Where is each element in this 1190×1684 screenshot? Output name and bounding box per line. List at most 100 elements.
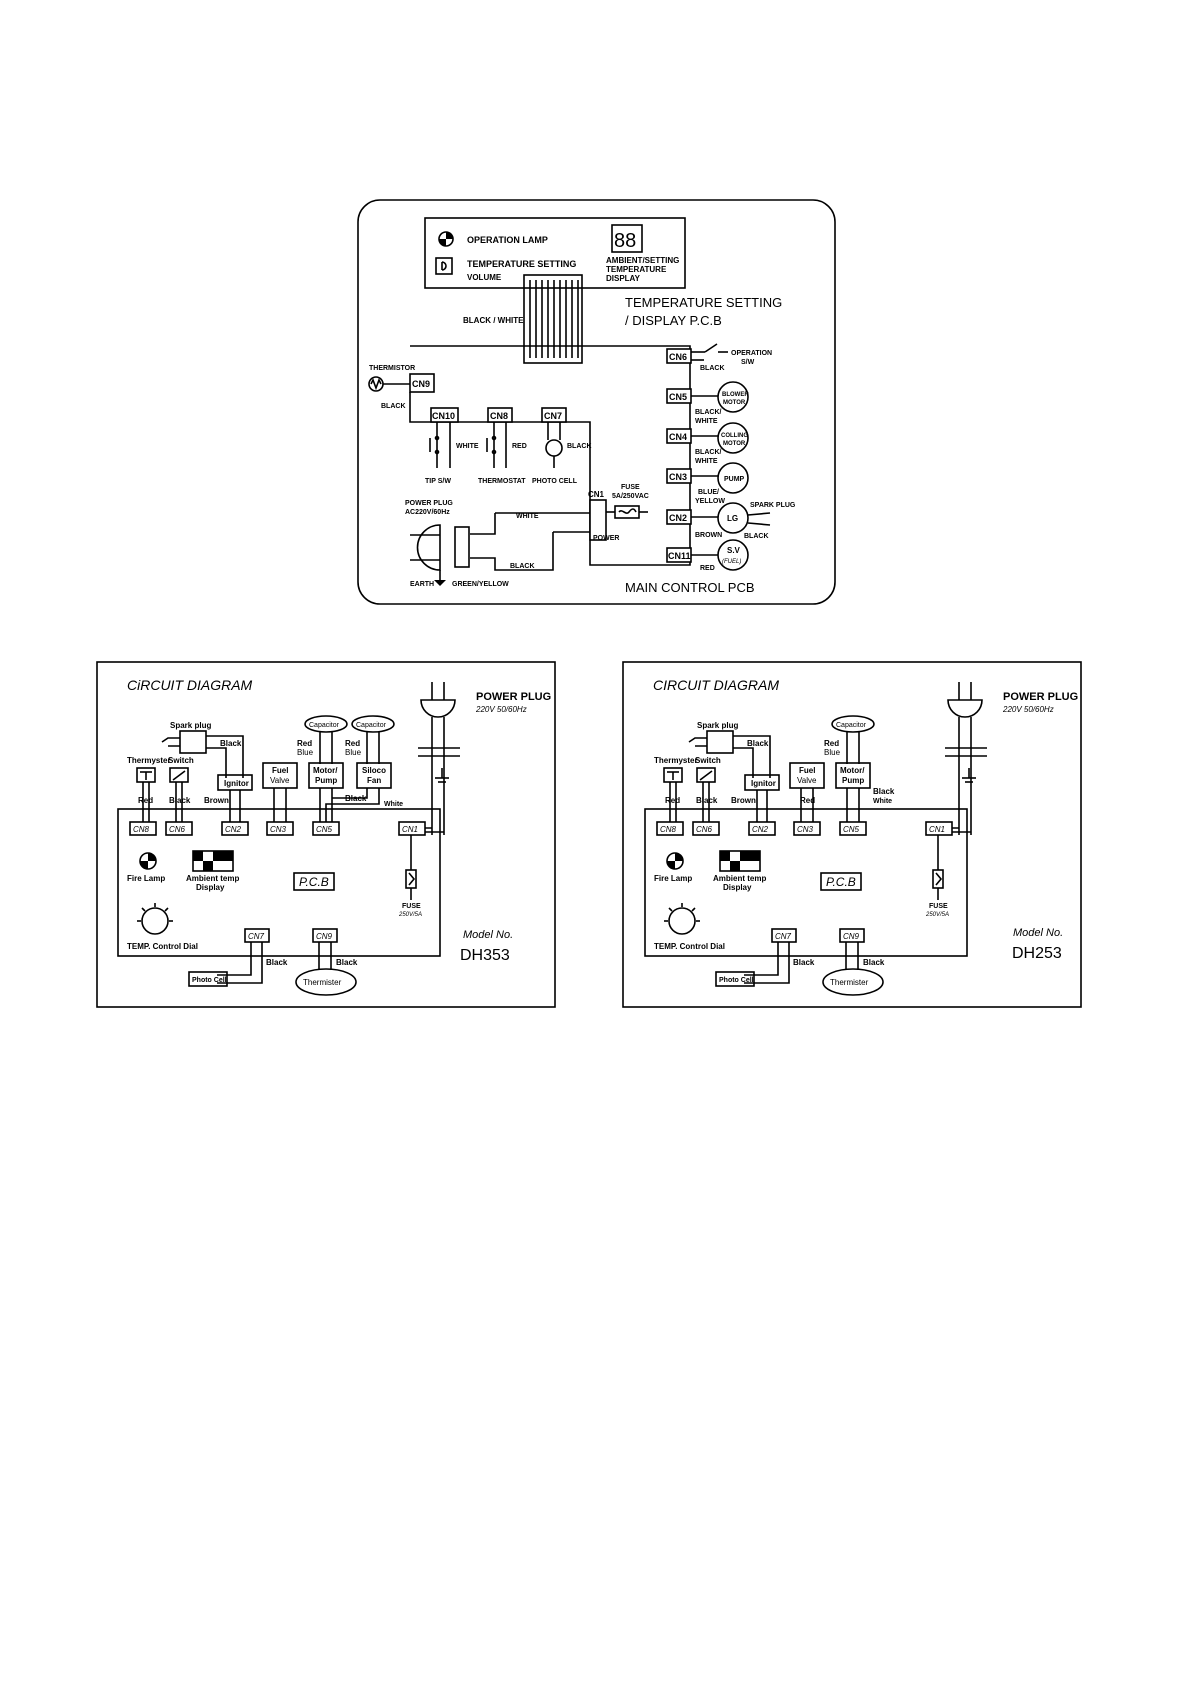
svg-text:Pump: Pump	[315, 776, 337, 785]
volume-label: VOLUME	[467, 273, 502, 282]
svg-text:CN1: CN1	[588, 490, 605, 499]
svg-text:BLUE/: BLUE/	[698, 489, 719, 496]
left-frame	[96, 661, 556, 1008]
earth-label: EARTH	[410, 581, 434, 588]
svg-text:CN1: CN1	[929, 825, 945, 834]
left-pcb-box	[117, 808, 441, 957]
svg-text:Black: Black	[793, 958, 815, 967]
earth-icon	[434, 580, 446, 586]
right-photo-cell	[715, 971, 755, 987]
svg-text:Capacitor: Capacitor	[309, 722, 340, 729]
top-plug-label-1: POWER PLUG	[405, 500, 453, 507]
right-motor-pump	[835, 762, 871, 789]
tsd-pcb-label-2: / DISPLAY P.C.B	[625, 313, 722, 328]
tip-switch-icon	[429, 435, 440, 455]
svg-text:CN3: CN3	[669, 472, 687, 482]
svg-text:FUSE: FUSE	[929, 903, 948, 910]
svg-text:Brown: Brown	[731, 796, 756, 805]
svg-text:FUSE: FUSE	[402, 903, 421, 910]
svg-text:Switch: Switch	[168, 756, 194, 765]
cn9-connector	[409, 373, 435, 393]
svg-text:CN6: CN6	[669, 352, 687, 362]
svg-text:P.C.B: P.C.B	[299, 875, 329, 889]
right-power-spec: 220V 50/60Hz	[1002, 705, 1054, 714]
cn10-connector	[430, 407, 459, 423]
svg-text:Ignitor: Ignitor	[751, 779, 776, 788]
power-label: POWER	[593, 535, 619, 542]
svg-text:COLLING: COLLING	[721, 433, 748, 439]
svg-text:CN9: CN9	[412, 379, 430, 389]
svg-text:CN9: CN9	[316, 932, 333, 941]
svg-text:White: White	[384, 801, 403, 808]
svg-text:CN8: CN8	[490, 411, 508, 421]
svg-text:BLACK/: BLACK/	[695, 449, 721, 456]
svg-text:Black: Black	[336, 958, 358, 967]
ambient-label-3: DISPLAY	[606, 274, 641, 283]
right-frame	[622, 661, 1082, 1008]
left-cn9	[312, 928, 338, 943]
svg-text:Fire Lamp: Fire Lamp	[127, 874, 165, 883]
svg-text:CN8: CN8	[660, 825, 677, 834]
svg-text:250V/5A: 250V/5A	[925, 912, 949, 918]
svg-text:CN7: CN7	[544, 411, 562, 421]
svg-text:CN2: CN2	[225, 825, 242, 834]
left-ignitor	[217, 774, 253, 791]
operation-sw-label-1: OPERATION	[731, 350, 772, 357]
svg-text:Fire Lamp: Fire Lamp	[654, 874, 692, 883]
thermostat-wire-label: RED	[512, 443, 527, 450]
green-yellow-label: GREEN/YELLOW	[452, 581, 509, 588]
svg-text:CN6: CN6	[696, 825, 713, 834]
svg-text:Valve: Valve	[797, 776, 817, 785]
left-photo-cell	[188, 971, 228, 987]
colling-motor-icon	[717, 422, 749, 454]
right-cn2	[748, 821, 776, 836]
svg-text:CN6: CN6	[169, 825, 186, 834]
ambient-label-2: TEMPERATURE	[606, 265, 667, 274]
right-title: CIRCUIT DIAGRAM	[653, 677, 779, 693]
left-power-spec: 220V 50/60Hz	[475, 705, 527, 714]
left-power-plug-label: POWER PLUG	[476, 691, 551, 703]
svg-text:Pump: Pump	[842, 776, 864, 785]
spark-plug-label: SPARK PLUG	[750, 502, 796, 509]
svg-text:Photo Cell: Photo Cell	[192, 977, 227, 984]
svg-text:CN5: CN5	[316, 825, 333, 834]
left-cn8	[129, 821, 157, 836]
svg-text:Blue: Blue	[824, 748, 841, 757]
svg-text:TEMP. Control Dial: TEMP. Control Dial	[127, 942, 198, 951]
right-fuel-valve	[789, 762, 825, 789]
svg-text:RED: RED	[700, 565, 715, 572]
svg-text:Photo Cell: Photo Cell	[719, 977, 754, 984]
svg-text:Red: Red	[138, 796, 153, 805]
left-thermyster-icon	[136, 767, 156, 783]
thermostat-icon	[486, 435, 497, 455]
photo-cell-wire-label: BLACK	[567, 443, 592, 450]
display-panel	[424, 217, 686, 289]
right-switch-icon	[696, 767, 716, 783]
right-capacitor	[831, 715, 875, 733]
svg-text:Black: Black	[863, 958, 885, 967]
tsd-pcb-label-1: TEMPERATURE SETTING	[625, 295, 782, 310]
right-temp-dial-icon	[668, 907, 696, 935]
thermistor-label: THERMISTOR	[369, 365, 415, 372]
right-spark-plug-icon	[706, 730, 734, 754]
operation-sw-label-2: S/W	[741, 359, 755, 366]
svg-text:Ignitor: Ignitor	[224, 779, 249, 788]
svg-text:Blue: Blue	[297, 748, 314, 757]
plug-black-wire: BLACK	[510, 563, 535, 570]
svg-text:P.C.B: P.C.B	[826, 875, 856, 889]
right-cn5	[839, 821, 867, 836]
right-diagram: CIRCUIT DIAGRAM POWER PLUG 220V 50/60Hz …	[622, 661, 1082, 1008]
left-cn7	[244, 928, 270, 943]
ambient-label-1: AMBIENT/SETTING	[606, 256, 679, 265]
svg-text:CN1: CN1	[402, 825, 418, 834]
fuse-label-1: FUSE	[621, 484, 640, 491]
svg-text:Black: Black	[169, 796, 191, 805]
svg-text:Red: Red	[800, 796, 815, 805]
svg-text:CN7: CN7	[775, 932, 792, 941]
top-plug-label-2: AC220V/60Hz	[405, 509, 450, 516]
tip-sw-label: TIP S/W	[425, 478, 451, 485]
svg-text:Thermister: Thermister	[830, 978, 869, 987]
svg-text:Brown: Brown	[204, 796, 229, 805]
svg-text:Red: Red	[824, 739, 839, 748]
